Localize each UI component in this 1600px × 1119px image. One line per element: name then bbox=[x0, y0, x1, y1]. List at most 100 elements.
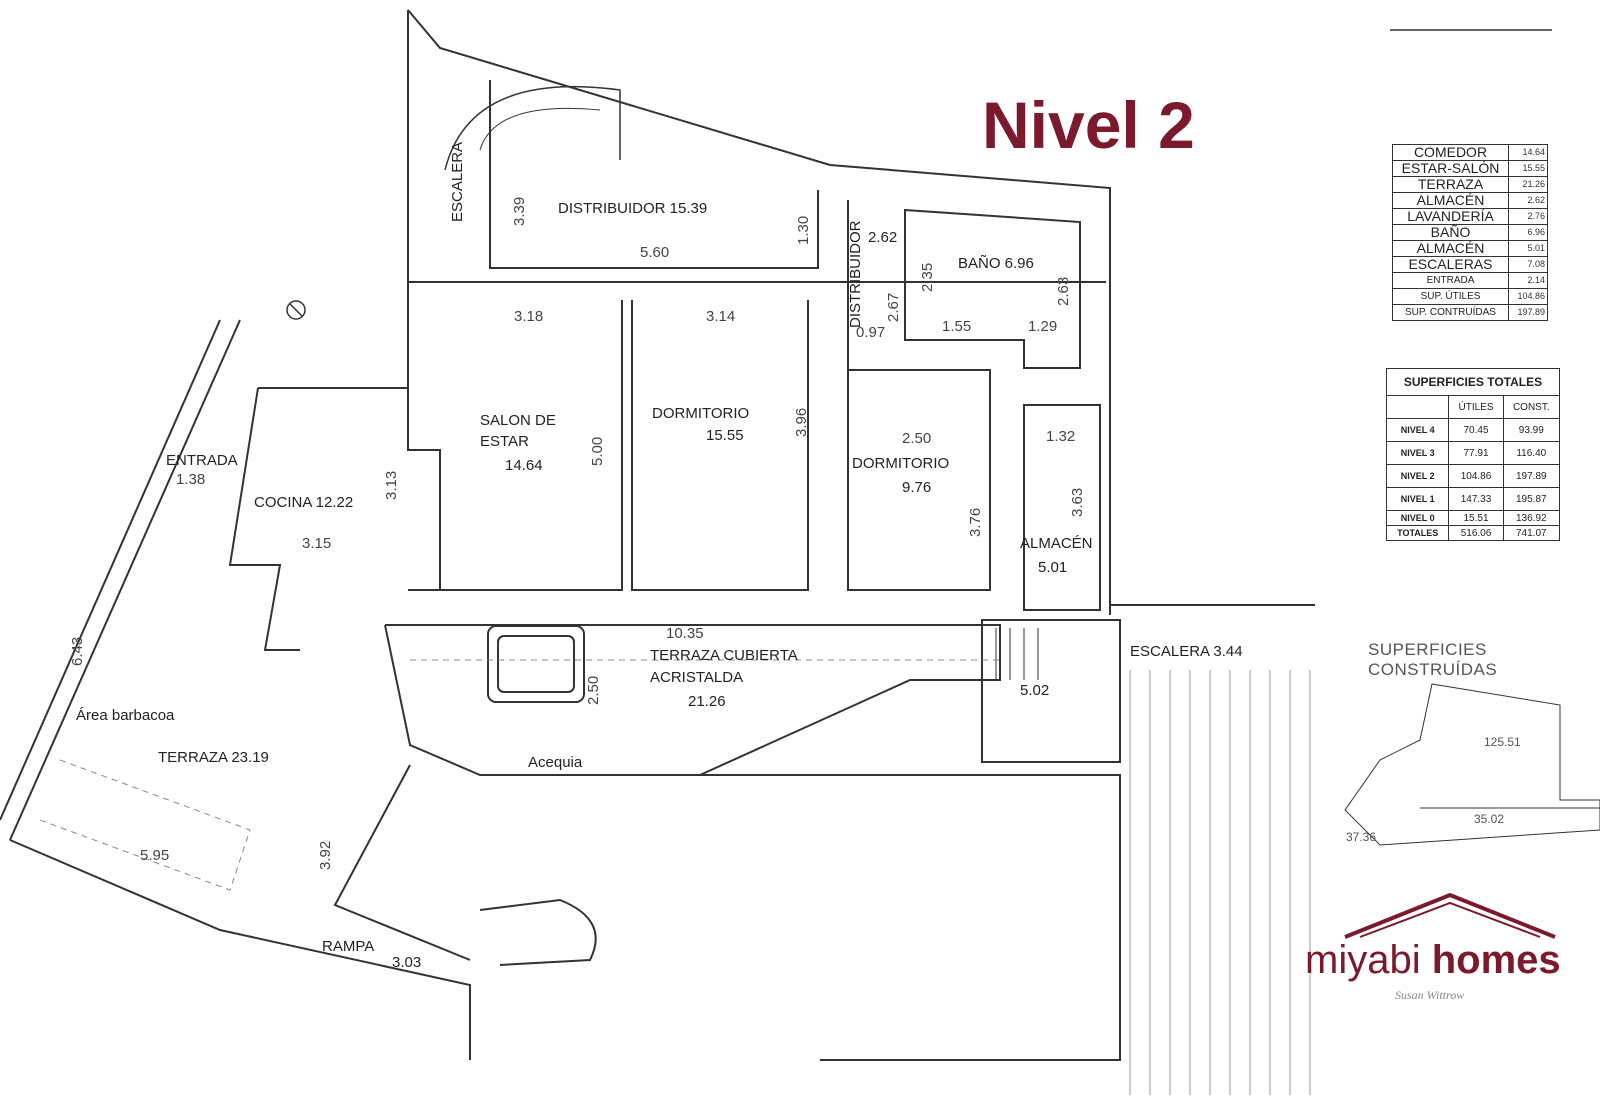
legend-room-value: 197.89 bbox=[1508, 304, 1548, 321]
dim-3-76: 3.76 bbox=[967, 507, 984, 537]
signature: Susan Wittrow bbox=[1395, 988, 1465, 1002]
superficies-construidas-title: SUPERFICIES CONSTRUÍDAS bbox=[1368, 640, 1498, 679]
totals-level: NIVEL 3 bbox=[1385, 441, 1450, 465]
legend-room-name: ALMACÉN bbox=[1392, 240, 1509, 257]
dim-3-14: 3.14 bbox=[706, 308, 736, 325]
room-salon-area: 14.64 bbox=[505, 457, 543, 474]
level-title: Nivel 2 bbox=[982, 88, 1195, 162]
dim-5-60: 5.60 bbox=[640, 244, 670, 261]
dim-6-43: 6.43 bbox=[69, 636, 86, 666]
wall-salon-left bbox=[407, 282, 441, 591]
legend-room-name: ENTRADA bbox=[1392, 272, 1509, 289]
legend-room-value: 14.64 bbox=[1508, 144, 1548, 161]
room-escalera-right-area: 5.02 bbox=[1020, 682, 1050, 699]
legend-room-name: LAVANDERÍA bbox=[1392, 208, 1509, 225]
spiral-stair bbox=[444, 85, 621, 171]
dim-3-13: 3.13 bbox=[383, 470, 400, 500]
totals-col-const: CONST. bbox=[1502, 395, 1561, 419]
room-escalera-left: ESCALERA bbox=[449, 141, 466, 222]
dim-1-29: 1.29 bbox=[1028, 318, 1058, 335]
dim-3-18: 3.18 bbox=[514, 308, 544, 325]
legend-room-value: 7.08 bbox=[1508, 256, 1548, 273]
room-salon-name-2: ESTAR bbox=[480, 433, 529, 450]
totals-corner bbox=[1385, 395, 1450, 419]
totals-const: 93.99 bbox=[1502, 418, 1561, 442]
wall-bano bbox=[904, 208, 1081, 369]
wall-lower bbox=[333, 764, 1121, 1061]
totals-level: TOTALES bbox=[1385, 525, 1450, 541]
legend-room-name: COMEDOR bbox=[1392, 144, 1509, 161]
legend-room-value: 5.01 bbox=[1508, 240, 1548, 257]
totals-const: 197.89 bbox=[1502, 464, 1561, 488]
brand-name-bold: homes bbox=[1431, 938, 1561, 982]
logo-roof bbox=[1344, 892, 1556, 939]
dim-2-63: 2.63 bbox=[1055, 276, 1072, 306]
dim-1-55: 1.55 bbox=[942, 318, 972, 335]
ramp-curve bbox=[479, 898, 597, 966]
room-dormitorio2-area: 9.76 bbox=[902, 479, 932, 496]
room-terraza: TERRAZA 23.19 bbox=[158, 749, 269, 766]
room-terraza-cubierta-2: ACRISTALDA bbox=[650, 669, 744, 686]
room-distribuidor-small: DISTRIBUIDOR bbox=[847, 220, 864, 328]
totals-utiles: 15.51 bbox=[1448, 510, 1504, 526]
wall-dorm2 bbox=[847, 300, 991, 591]
dim-3-63: 3.63 bbox=[1069, 487, 1086, 517]
brand-name-light: miyabi bbox=[1305, 938, 1432, 982]
totals-utiles: 70.45 bbox=[1448, 418, 1504, 442]
wall-terraza-cubierta bbox=[384, 624, 1001, 776]
dim-2-50: 2.50 bbox=[902, 430, 932, 447]
legend-room-value: 2.14 bbox=[1508, 272, 1548, 289]
mini-area-a: 125.51 bbox=[1484, 735, 1521, 749]
dim-2-67: 2.67 bbox=[885, 292, 902, 322]
wall-terraza-bottom bbox=[9, 839, 471, 1060]
room-salon-name-1: SALON DE bbox=[480, 412, 556, 429]
room-terraza-cubierta-area: 21.26 bbox=[688, 693, 726, 710]
room-almacen-area: 5.01 bbox=[1038, 559, 1068, 576]
legend-room-value: 21.26 bbox=[1508, 176, 1548, 193]
room-rampa-area: 3.03 bbox=[392, 954, 422, 971]
room-entrada: ENTRADA bbox=[166, 452, 238, 469]
room-terraza-cubierta-1: TERRAZA CUBIERTA bbox=[650, 647, 798, 664]
totals-const: 116.40 bbox=[1502, 441, 1561, 465]
legend-room-name: ESCALERAS bbox=[1392, 256, 1509, 273]
dim-3-15: 3.15 bbox=[302, 535, 332, 552]
totals-utiles: 77.91 bbox=[1448, 441, 1504, 465]
legend-room-value: 6.96 bbox=[1508, 224, 1548, 241]
legend-room-value: 2.62 bbox=[1508, 192, 1548, 209]
room-bano: BAÑO 6.96 bbox=[958, 255, 1034, 272]
room-dormitorio2-name: DORMITORIO bbox=[852, 455, 950, 472]
totals-const: 136.92 bbox=[1502, 510, 1561, 526]
dim-3-92: 3.92 bbox=[317, 840, 334, 870]
legend-room-name: SUP. CONTRUÍDAS bbox=[1392, 304, 1509, 321]
totals-level: NIVEL 0 bbox=[1385, 510, 1450, 526]
dim-2-35: 2.35 bbox=[919, 262, 936, 292]
legend-room-name: TERRAZA bbox=[1392, 176, 1509, 193]
totals-utiles: 104.86 bbox=[1448, 464, 1504, 488]
legend-room-name: ALMACÉN bbox=[1392, 192, 1509, 209]
wall-salon-right bbox=[440, 300, 623, 591]
dim-1-30: 1.30 bbox=[795, 215, 812, 245]
dim-10-35: 10.35 bbox=[666, 625, 704, 642]
mini-plan bbox=[1344, 683, 1600, 846]
wall-distribuidor bbox=[489, 80, 819, 269]
wall-left-outer bbox=[0, 319, 221, 821]
totals-table: SUPERFICIES TOTALES ÚTILES CONST. NIVEL … bbox=[1385, 368, 1561, 541]
legend-room-value: 104.86 bbox=[1508, 288, 1548, 305]
